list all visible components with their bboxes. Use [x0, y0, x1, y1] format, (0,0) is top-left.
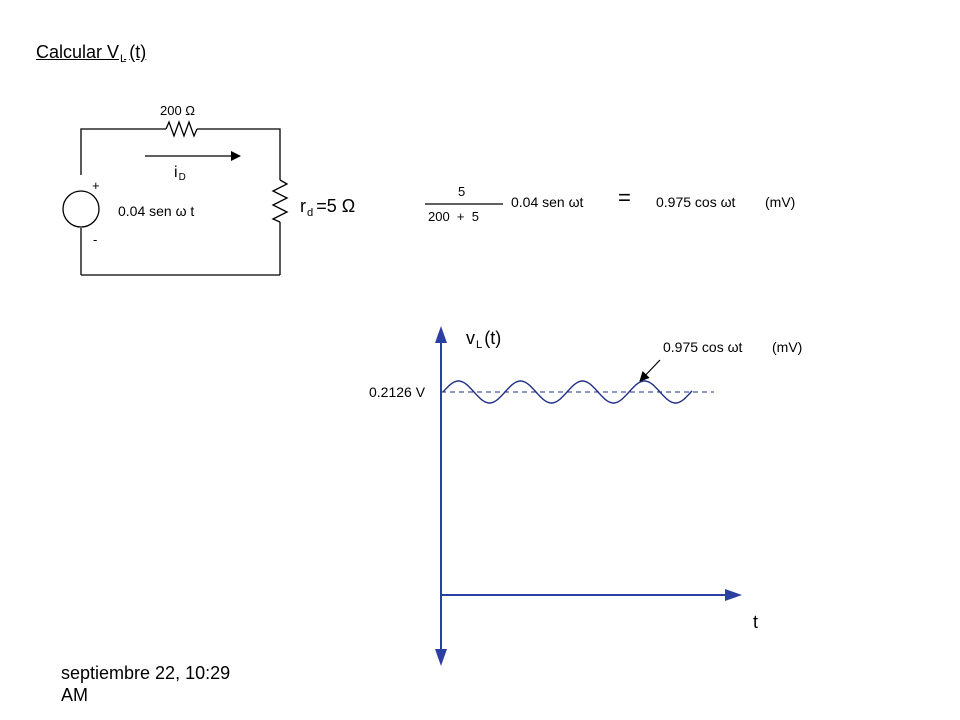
footer-date-line: septiembre 22, 10:29: [61, 663, 231, 683]
wave-label: 0.975 cos ωt: [663, 339, 743, 355]
resistor-rd: [271, 179, 289, 223]
source-plus-sign: +: [92, 178, 100, 193]
resistor-label: 200 Ω: [160, 103, 196, 118]
equation-equals: =: [618, 185, 631, 210]
y-axis-label-tail: (t): [484, 328, 502, 348]
fraction-denominator: 200 + 5: [428, 209, 479, 224]
equation-result: 0.975 cos ωt: [656, 194, 736, 210]
source-minus-sign: -: [93, 232, 98, 247]
x-axis-arrow: [725, 589, 742, 601]
footer-ampm: AM: [61, 685, 88, 705]
voltage-source-circle: [62, 190, 100, 228]
rd-label-sub: d: [307, 206, 314, 219]
equation-unit: (mV): [765, 194, 796, 210]
equation-factor: 0.04 sen ωt: [511, 194, 584, 210]
wave-unit: (mV): [772, 339, 803, 355]
y-axis-label: vL(t): [466, 328, 502, 351]
graph-axes: [435, 326, 742, 666]
current-label-main: i: [174, 164, 178, 181]
top-wire-left: [80, 128, 166, 175]
top-wire-right: [197, 128, 281, 180]
rd-label-main: r: [300, 196, 306, 216]
circuit-diagram: [62, 120, 289, 276]
title-subscript: L: [120, 52, 127, 65]
y-axis-arrow-bottom: [435, 649, 447, 666]
rd-label-value: =5 Ω: [316, 196, 356, 216]
y-axis-arrow-top: [435, 326, 447, 343]
wave-pointer-line: [639, 359, 661, 382]
current-label-sub: D: [178, 172, 186, 184]
rd-label: rd=5 Ω: [300, 196, 356, 219]
y-axis-label-main: v: [466, 328, 475, 348]
x-axis-label: t: [753, 612, 759, 632]
fraction-numerator: 5: [458, 184, 466, 199]
title-tail: (t): [129, 42, 147, 62]
page-title: Calcular VL(t): [36, 42, 147, 65]
title-text: Calcular V: [36, 42, 120, 62]
footer-date: septiembre 22, 10:29 AM: [61, 662, 230, 706]
source-label: 0.04 sen ω t: [118, 203, 195, 219]
y-axis-label-sub: L: [476, 338, 483, 351]
resistor-200-ohm: [165, 120, 198, 138]
dc-level-label: 0.2126 V: [369, 384, 426, 400]
sine-wave: [442, 380, 693, 404]
current-label: iD: [174, 164, 186, 184]
